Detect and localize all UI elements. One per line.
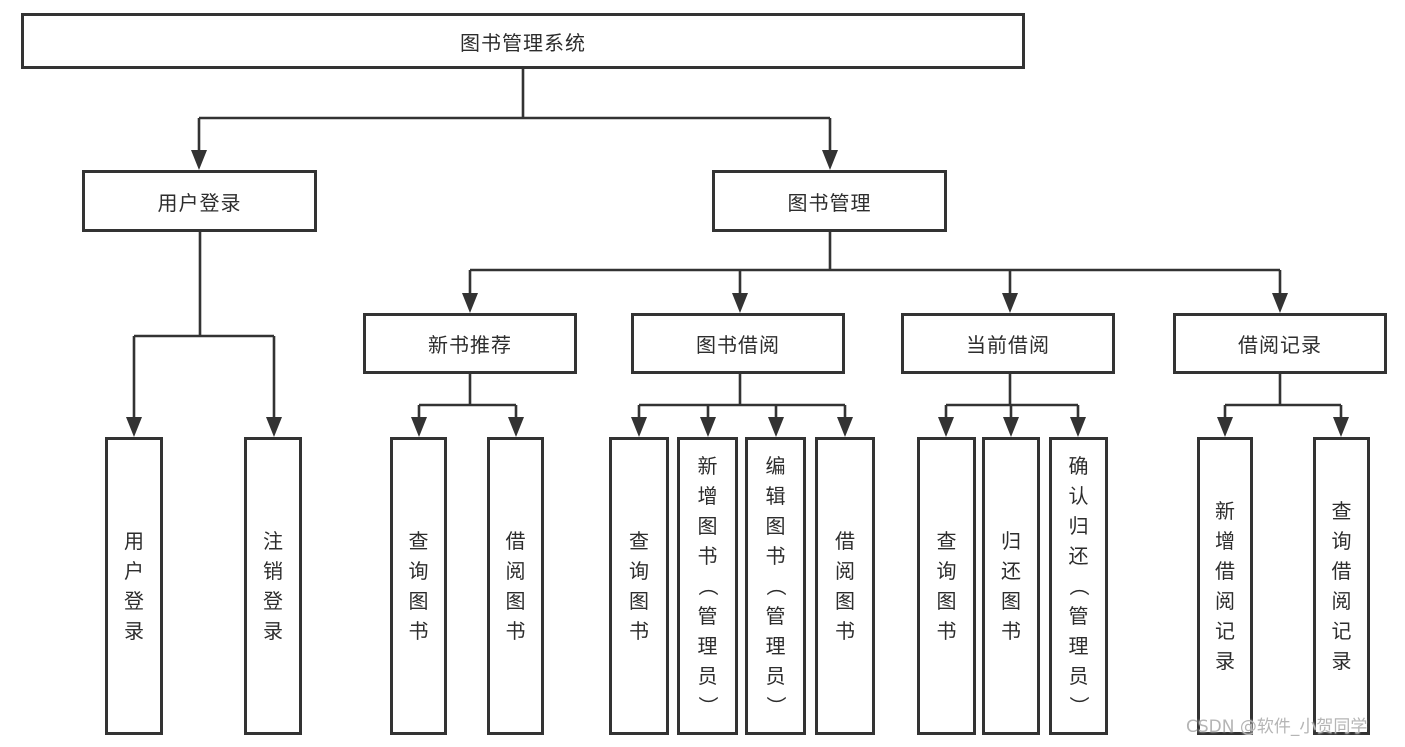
node-borrow-records: 借阅记录 bbox=[1173, 313, 1387, 374]
node-borrow-records-label: 借阅记录 bbox=[1238, 333, 1322, 357]
leaf-borrow-edit-books-admin-label: 编辑图书（管理员） bbox=[763, 454, 788, 716]
leaf-borrow-query-books-label: 查询图书 bbox=[629, 529, 649, 643]
node-current-borrow-label: 当前借阅 bbox=[966, 333, 1050, 357]
leaf-current-return-books: 归还图书 bbox=[982, 437, 1040, 735]
leaf-logout: 注销登录 bbox=[244, 437, 302, 735]
leaf-logout-label: 注销登录 bbox=[263, 529, 283, 643]
node-user-login-label: 用户登录 bbox=[157, 190, 242, 215]
node-current-borrow: 当前借阅 bbox=[901, 313, 1115, 374]
leaf-current-return-books-label: 归还图书 bbox=[1001, 529, 1021, 643]
leaf-recommend-query-books-label: 查询图书 bbox=[408, 529, 429, 643]
node-book-borrow: 图书借阅 bbox=[631, 313, 845, 374]
leaf-recommend-borrow-books-label: 借阅图书 bbox=[505, 529, 526, 643]
leaf-recommend-query-books: 查询图书 bbox=[390, 437, 447, 735]
leaf-borrow-borrow-books-label: 借阅图书 bbox=[835, 529, 855, 643]
leaf-user-login: 用户登录 bbox=[105, 437, 163, 735]
leaf-borrow-edit-books-admin: 编辑图书（管理员） bbox=[745, 437, 806, 735]
node-book-management: 图书管理 bbox=[712, 170, 947, 232]
leaf-records-add-record: 新增借阅记录 bbox=[1197, 437, 1253, 735]
leaf-current-query-books-label: 查询图书 bbox=[936, 529, 957, 643]
leaf-records-query-record-label: 查询借阅记录 bbox=[1331, 499, 1352, 673]
watermark: CSDN @软件_小贺同学 bbox=[1186, 717, 1368, 737]
node-user-login: 用户登录 bbox=[82, 170, 317, 232]
leaf-recommend-borrow-books: 借阅图书 bbox=[487, 437, 544, 735]
leaf-borrow-borrow-books: 借阅图书 bbox=[815, 437, 875, 735]
leaf-records-query-record: 查询借阅记录 bbox=[1313, 437, 1370, 735]
leaf-user-login-label: 用户登录 bbox=[124, 529, 144, 643]
node-root-label: 图书管理系统 bbox=[460, 30, 586, 55]
leaf-borrow-add-books-admin: 新增图书（管理员） bbox=[677, 437, 738, 735]
node-book-borrow-label: 图书借阅 bbox=[696, 333, 780, 357]
leaf-borrow-add-books-admin-label: 新增图书（管理员） bbox=[695, 454, 720, 716]
node-new-book-recommend-label: 新书推荐 bbox=[428, 333, 512, 357]
leaf-records-add-record-label: 新增借阅记录 bbox=[1215, 499, 1235, 673]
node-book-management-label: 图书管理 bbox=[787, 190, 872, 215]
node-new-book-recommend: 新书推荐 bbox=[363, 313, 577, 374]
leaf-current-confirm-return-admin: 确认归还（管理员） bbox=[1049, 437, 1108, 735]
node-root: 图书管理系统 bbox=[21, 13, 1025, 69]
leaf-borrow-query-books: 查询图书 bbox=[609, 437, 669, 735]
leaf-current-query-books: 查询图书 bbox=[917, 437, 976, 735]
leaf-current-confirm-return-admin-label: 确认归还（管理员） bbox=[1066, 454, 1091, 716]
